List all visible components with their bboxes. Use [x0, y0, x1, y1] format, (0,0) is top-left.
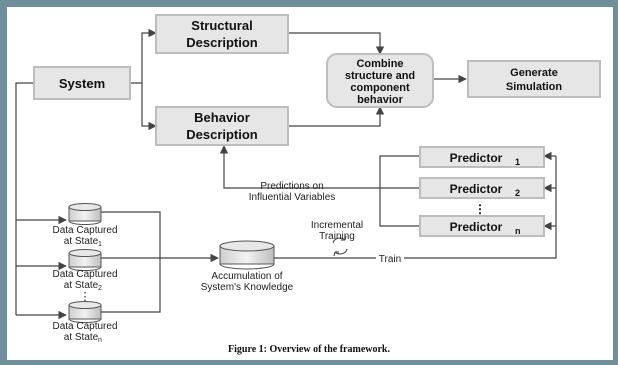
db-state-n-icon: [68, 301, 102, 323]
predictions-line-2: Influential Variables: [249, 192, 336, 203]
predictor-2-sub: 2: [515, 188, 520, 198]
structural-description-box: Structural Description: [155, 14, 289, 54]
staten-line-1: Data Captured: [52, 321, 117, 332]
predictor-n-sub: n: [515, 226, 521, 236]
predictor-1-sub: 1: [515, 157, 520, 167]
db-state-2-icon: [68, 249, 102, 271]
incremental-line-1: Incremental: [311, 220, 363, 231]
predictor-n-label: Predictor: [450, 220, 503, 234]
generate-simulation-box: Generate Simulation: [467, 60, 601, 98]
behavior-line-1: Behavior: [194, 110, 250, 125]
behavior-line-2: Description: [186, 127, 258, 142]
staten-sub: n: [98, 337, 102, 344]
predictor-1-box: Predictor 1: [419, 146, 545, 168]
combine-line-4: behavior: [357, 94, 404, 106]
combine-line-2: structure and: [345, 70, 415, 82]
predictions-line-1: Predictions on: [260, 181, 323, 192]
state1-sub: 1: [98, 241, 102, 248]
generate-line-2: Simulation: [506, 81, 563, 93]
system-box: System: [33, 66, 131, 100]
incremental-training-icon: [332, 235, 348, 257]
state1-line-1: Data Captured: [52, 225, 117, 236]
train-label-bg: [376, 252, 404, 264]
accumulation-db-icon: [219, 240, 275, 270]
db-state-1-icon: [68, 203, 102, 225]
db-dots: ⋮: [80, 291, 91, 303]
structural-line-2: Description: [186, 35, 258, 50]
predictor-1-label: Predictor: [450, 151, 503, 165]
state1-line-2: at State: [64, 236, 99, 247]
connectors: [15, 28, 557, 320]
accumulation-line-2: System's Knowledge: [201, 282, 294, 293]
predictor-n-box: Predictor n: [419, 215, 545, 237]
generate-line-1: Generate: [510, 67, 558, 79]
combine-box: Combine structure and component behavior: [326, 53, 434, 108]
system-label: System: [59, 76, 105, 91]
predictor-2-box: Predictor 2: [419, 177, 545, 199]
combine-line-3: component: [350, 82, 410, 94]
predictor-dots: ⋮: [474, 202, 486, 216]
state2-sub: 2: [98, 285, 102, 292]
staten-line-2: at State: [64, 332, 99, 343]
state2-line-2: at State: [64, 280, 99, 291]
incremental-line-2: Training: [319, 231, 355, 242]
train-label: Train: [379, 254, 401, 265]
predictor-2-label: Predictor: [450, 182, 503, 196]
behavior-description-box: Behavior Description: [155, 106, 289, 146]
combine-line-1: Combine: [356, 58, 403, 70]
accumulation-line-1: Accumulation of: [211, 271, 282, 282]
state2-line-1: Data Captured: [52, 269, 117, 280]
figure-caption: Figure 1: Overview of the framework.: [228, 344, 390, 355]
structural-line-1: Structural: [191, 18, 252, 33]
